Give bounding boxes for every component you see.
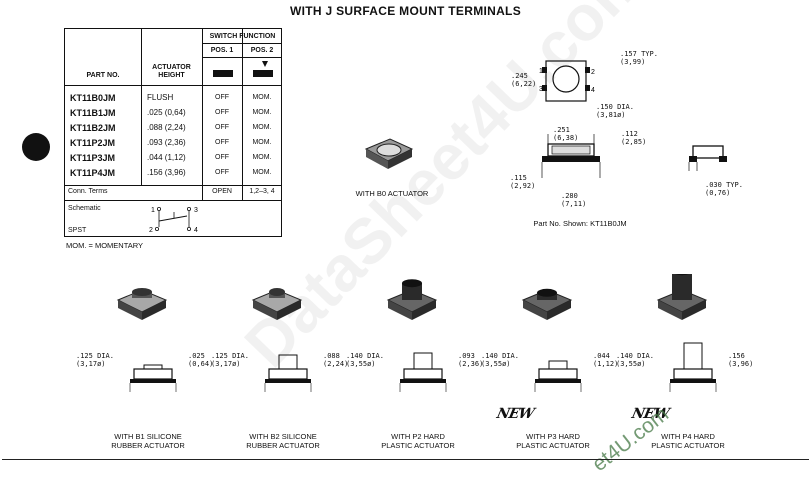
end-view-drawing (688, 145, 727, 171)
actuator-variant: .140 DIA. (3,55ø) .156 (3,96) WITH P4 HA… (616, 270, 768, 455)
pos2-cell: MOM. (252, 169, 272, 176)
dia-dim: .125 DIA. (3,17ø) (76, 352, 114, 368)
dim-150: .150 DIA. (3,81ø) (596, 103, 634, 119)
part-number-cell: KT11B1JM (70, 108, 116, 118)
actuator-height-cell: .156 (3,96) (147, 168, 186, 177)
pin-label: 3 (194, 207, 198, 214)
spst-label: SPST (68, 227, 87, 234)
press-arrow-icon (262, 61, 268, 67)
new-badge: NEW (495, 406, 535, 422)
actuator-height-cell: .088 (2,24) (147, 123, 186, 132)
part-number-cell: KT11B2JM (70, 123, 116, 133)
pos1-symbol (213, 70, 233, 77)
pin-label: 2 (149, 227, 153, 234)
actuator-profile-drawing (669, 342, 717, 392)
spec-table: SWITCH FUNCTION POS. 1 POS. 2 PART NO. A… (64, 28, 282, 237)
pos1-cell: OFF (215, 109, 229, 116)
actuator-height-cell: FLUSH (147, 93, 174, 102)
actuator-variant: .125 DIA. (3,17ø) .088 (2,24) WITH B2 SI… (211, 270, 363, 455)
pos2-symbol (253, 70, 273, 77)
pos1-cell: OFF (215, 169, 229, 176)
height-dim: .156 (3,96) (728, 352, 754, 368)
actuator-photo (116, 288, 168, 320)
pos1-cell: OFF (215, 124, 229, 131)
actuator-caption: WITH P2 HARD PLASTIC ACTUATOR (381, 432, 455, 450)
top-view-drawing: 1 2 3 4 (539, 60, 595, 102)
dim-115: .115 (2,92) (510, 174, 536, 190)
pin-label: 1 (151, 207, 155, 214)
height-dim: .088 (2,24) (323, 352, 349, 368)
side-view-drawing (541, 134, 601, 178)
actuator-photo (521, 288, 573, 320)
actuator-photo (656, 274, 708, 320)
height-dim: .044 (1,12) (593, 352, 619, 368)
dim-112: .112 (2,85) (621, 130, 647, 146)
conn-terms-label: Conn. Terms (68, 188, 108, 195)
actuator-variant: .125 DIA. (3,17ø) .025 (0,64) WITH B1 SI… (76, 270, 228, 455)
pos1-cell: OFF (215, 94, 229, 101)
schematic-label: Schematic (68, 205, 101, 212)
conn-pos2: 1,2–3, 4 (249, 188, 275, 195)
actuator-photo (386, 279, 438, 320)
actuator-profile-drawing (399, 352, 447, 392)
dia-dim: .125 DIA. (3,17ø) (211, 352, 249, 368)
actuator-height-cell: .025 (0,64) (147, 108, 186, 117)
actuator-variant: .140 DIA. (3,55ø) .044 (1,12) WITH P3 HA… (481, 270, 633, 455)
height-dim: .093 (2,36) (458, 352, 484, 368)
part-number-cell: KT11P4JM (70, 168, 116, 178)
page-title: WITH J SURFACE MOUNT TERMINALS (290, 4, 521, 18)
dim-030: .030 TYP. (0,76) (705, 181, 743, 197)
pos2-cell: MOM. (252, 139, 272, 146)
b0-caption: WITH B0 ACTUATOR (355, 189, 429, 198)
dim-280: .280 (7,11) (561, 192, 587, 208)
pin-label: 3 (539, 86, 543, 93)
actuator-profile-drawing (534, 360, 582, 392)
b0-actuator-photo (364, 138, 414, 169)
pin-label: 4 (194, 227, 198, 234)
top-drawings: 1 2 3 4 .157 TYP. (3,99) .245 (6,22) .15… (355, 50, 743, 228)
actuator-profile-drawing (264, 354, 312, 392)
bottom-rule (2, 459, 809, 460)
part-no-header: PART NO. (86, 72, 120, 79)
pos2-cell: MOM. (252, 94, 272, 101)
pos2-cell: MOM. (252, 154, 272, 161)
dia-dim: .140 DIA. (3,55ø) (616, 352, 654, 368)
part-shown-caption: Part No. Shown: KT11B0JM (533, 219, 627, 228)
punch-hole (22, 133, 50, 161)
dia-dim: .140 DIA. (3,55ø) (481, 352, 519, 368)
dia-dim: .140 DIA. (3,55ø) (346, 352, 384, 368)
part-number-cell: KT11B0JM (70, 93, 116, 103)
actuator-height-cell: .044 (1,12) (147, 153, 186, 162)
pin-label: 4 (591, 87, 595, 94)
actuator-profile-drawing (129, 364, 177, 392)
switch-function-header: SWITCH FUNCTION (209, 33, 276, 40)
schematic-symbol: 1 2 3 4 (149, 207, 198, 234)
pos2-cell: MOM. (252, 124, 272, 131)
part-number-cell: KT11P3JM (70, 153, 116, 163)
pos1-cell: OFF (215, 154, 229, 161)
dim-157: .157 TYP. (3,99) (620, 50, 658, 66)
pin-label: 2 (591, 69, 595, 76)
conn-open: OPEN (212, 188, 232, 195)
actuator-height-header: ACTUATOR HEIGHT (152, 64, 191, 79)
dim-251: .251 (6,38) (553, 126, 579, 142)
actuator-height-cell: .093 (2,36) (147, 138, 186, 147)
part-number-cell: KT11P2JM (70, 138, 116, 148)
height-dim: .025 (0,64) (188, 352, 214, 368)
actuator-caption: WITH B1 SILICONE RUBBER ACTUATOR (111, 432, 185, 450)
actuator-caption: WITH P3 HARD PLASTIC ACTUATOR (516, 432, 590, 450)
pin-label: 1 (539, 68, 543, 75)
mom-note: MOM. = MOMENTARY (66, 241, 144, 250)
pos1-header: POS. 1 (210, 47, 234, 54)
actuator-caption: WITH B2 SILICONE RUBBER ACTUATOR (246, 432, 320, 450)
actuator-caption: WITH P4 HARD PLASTIC ACTUATOR (651, 432, 725, 450)
actuator-photo (251, 288, 303, 320)
actuator-variant: .140 DIA. (3,55ø) .093 (2,36) WITH P2 HA… (346, 270, 498, 455)
pos2-header: POS. 2 (250, 47, 274, 54)
pos1-cell: OFF (215, 139, 229, 146)
pos2-cell: MOM. (252, 109, 272, 116)
dim-245: .245 (6,22) (511, 72, 537, 88)
